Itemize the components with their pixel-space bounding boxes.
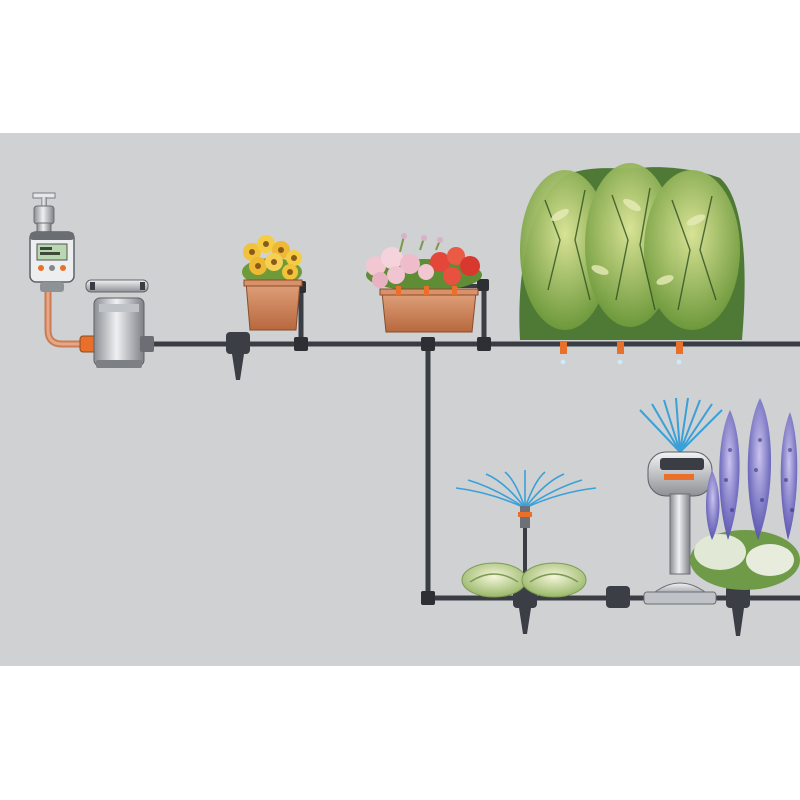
planter-box xyxy=(381,291,477,333)
spray-nozzle-icon xyxy=(455,470,597,528)
flower-box-icon xyxy=(242,235,303,331)
tee-fitting xyxy=(421,337,435,351)
sprinkler-icon xyxy=(639,397,723,605)
ground-stake xyxy=(726,586,750,636)
tee-fitting xyxy=(477,337,491,351)
mixed-flowers xyxy=(366,233,482,291)
feed-hose-highlight xyxy=(46,292,82,346)
flower-box-icon xyxy=(366,233,482,333)
faucet-icon xyxy=(32,192,56,234)
drip-emitter-icon xyxy=(560,342,683,365)
elbow-fitting xyxy=(421,591,435,605)
tee-fitting xyxy=(294,337,308,351)
planter-box xyxy=(245,281,301,331)
bamboo-hedge xyxy=(519,163,745,340)
ground-stakes xyxy=(226,332,750,636)
timer-icon xyxy=(29,231,75,292)
filter-icon xyxy=(85,279,149,293)
lettuce-icon xyxy=(461,562,587,598)
pressure-reducer-icon xyxy=(79,297,154,368)
flower-icon xyxy=(690,398,800,590)
yellow-flowers xyxy=(242,235,302,286)
drip-emitter-icon xyxy=(396,286,457,295)
ground-stake xyxy=(226,332,250,380)
elbow-fitting xyxy=(477,279,489,291)
ground-stake xyxy=(606,586,630,608)
